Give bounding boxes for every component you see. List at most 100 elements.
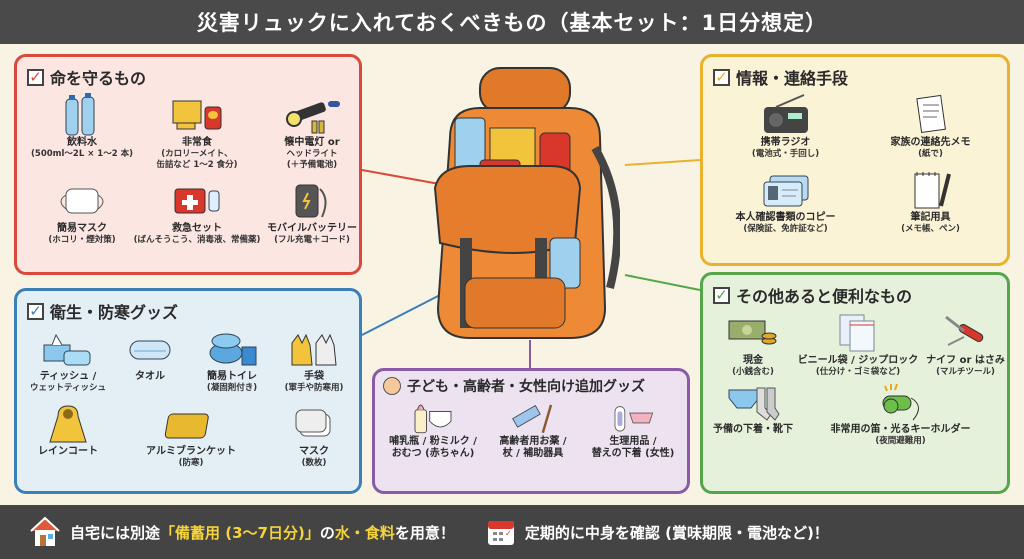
thermal-blanket-icon: [164, 413, 209, 439]
tissue-icon: [43, 333, 91, 366]
item-label: 家族の連絡先メモ: [890, 137, 971, 148]
backpack-illustration: [433, 67, 620, 339]
cash-icon: [728, 320, 777, 345]
item-note: (メモ帳、ペン): [901, 224, 960, 234]
item-thermal-blanket: アルミブランケット(防寒): [109, 402, 273, 469]
item-note: (電池式・手回し): [751, 149, 820, 159]
item-note: (フル充電＋コード): [274, 235, 350, 245]
item-note: (仕分け・ゴミ袋など): [815, 367, 901, 377]
item-label: 予備の下着・靴下: [713, 424, 793, 435]
checkbox-icon: ✓: [713, 68, 730, 86]
item-note: (紙で): [918, 149, 943, 159]
item-note: (マルチツール): [936, 367, 995, 377]
home-stock-text: 自宅には別途「備蓄用 (3〜7日分)」の水・食料を用意！: [70, 523, 455, 542]
raincoat-icon: [49, 405, 87, 443]
bottom-banner: 自宅には別途「備蓄用 (3〜7日分)」の水・食料を用意！ ✓ 定期的に中身を確認…: [0, 505, 1024, 559]
item-id-card: 本人確認書類のコピー(保険証、免許証など): [713, 168, 858, 235]
item-note: 杖 / 補助器具: [502, 448, 564, 459]
item-note: ウェットティッシュ: [30, 383, 106, 393]
item-sanitary-pad: 生理用品 /替えの下着 (女性): [583, 400, 683, 460]
masks-icon: [295, 409, 331, 437]
calendar-icon: ✓: [487, 521, 514, 545]
item-gloves: 手袋(軍手や防寒用): [273, 327, 355, 394]
item-note: (＋予備電池): [286, 160, 338, 170]
item-note: (カロリーメイト、: [161, 149, 233, 159]
notebook-pen-icon: [914, 172, 951, 209]
id-card-icon: [763, 175, 808, 207]
first-aid-kit-icon: [174, 188, 220, 214]
item-label: 現金: [743, 355, 763, 366]
item-note: (軍手や防寒用): [284, 383, 344, 393]
item-radio: 携帯ラジオ(電池式・手回し): [713, 93, 858, 160]
item-note: (500ml〜2L × 1〜2 本): [31, 149, 133, 159]
item-tissue: ティッシュ /ウェットティッシュ: [27, 327, 109, 394]
emergency-food-icon: [172, 100, 222, 130]
section-information: ✓情報・連絡手段 携帯ラジオ(電池式・手回し)家族の連絡先メモ(紙で)本人確認書…: [700, 54, 1010, 266]
item-note: (防寒): [178, 458, 204, 468]
item-zip-bags: ビニール袋 / ジップロック(仕分け・ゴミ袋など): [793, 311, 923, 378]
item-label: 非常食: [182, 137, 212, 148]
pill-case-icon: [512, 404, 553, 434]
baby-bottle-icon: [414, 404, 452, 434]
item-note: 替えの下着 (女性): [591, 448, 675, 459]
section-additional-goods: 子ども・高齢者・女性向け追加グッズ 哺乳瓶 / 粉ミルク /おむつ (赤ちゃん)…: [372, 368, 690, 494]
item-raincoat: レインコート: [27, 402, 109, 469]
item-label: 懐中電灯 or: [284, 137, 340, 148]
item-whistle: 非常用の笛・光るキーホルダー(夜間避難用): [793, 380, 1008, 447]
section-hygiene: ✓衛生・防寒グッズ ティッシュ /ウェットティッシュタオル簡易トイレ(凝固剤付き…: [14, 288, 362, 494]
item-note: 缶詰など 1〜2 食分): [156, 160, 238, 170]
item-label: 筆記用具: [910, 212, 951, 223]
section-title: 衛生・防寒グッズ: [50, 303, 179, 322]
item-label: モバイルバッテリー: [267, 223, 357, 234]
item-towel: タオル: [109, 327, 191, 394]
water-bottle-icon: [65, 93, 95, 136]
mobile-battery-icon: [295, 184, 327, 218]
portable-toilet-icon: [209, 333, 257, 366]
item-label: 本人確認書類のコピー: [735, 212, 836, 223]
item-pill-case: 高齢者用お薬 /杖 / 補助器具: [483, 400, 583, 460]
item-portable-toilet: 簡易トイレ(凝固剤付き): [191, 327, 273, 394]
item-emergency-food: 非常食(カロリーメイト、缶詰など 1〜2 食分): [137, 93, 257, 171]
checkbox-icon: ✓: [713, 286, 730, 304]
check-contents-text: 定期的に中身を確認 (賞味期限・電池など)！: [524, 523, 829, 542]
item-label: ビニール袋 / ジップロック: [797, 355, 919, 366]
item-label: アルミブランケット: [146, 446, 236, 457]
item-note: (小銭含む): [732, 367, 774, 377]
radio-icon: [763, 94, 808, 133]
house-icon: [30, 516, 60, 546]
gloves-icon: [291, 333, 337, 366]
multi-tool-icon: [944, 315, 983, 346]
item-label: 携帯ラジオ: [760, 137, 811, 148]
item-label: 哺乳瓶 / 粉ミルク /: [389, 436, 477, 447]
baby-face-icon: [383, 377, 401, 395]
memo-icon: [915, 94, 946, 134]
item-mask: 簡易マスク(ホコリ・煙対策): [27, 179, 137, 246]
flashlight-icon: [286, 101, 340, 134]
section-title: その他あると便利なもの: [736, 287, 913, 306]
section-title: 子ども・高齢者・女性向け追加グッズ: [407, 379, 645, 395]
item-label: 高齢者用お薬 /: [499, 436, 567, 447]
item-label: 非常用の笛・光るキーホルダー: [830, 424, 971, 435]
zip-bags-icon: [839, 314, 875, 352]
item-note: (ばんそうこう、消毒液、常備薬): [133, 235, 261, 245]
svg-text:✓: ✓: [505, 529, 512, 538]
underwear-socks-icon: [728, 387, 780, 421]
item-note: おむつ (赤ちゃん): [391, 448, 475, 459]
item-first-aid-kit: 救急セット(ばんそうこう、消毒液、常備薬): [134, 179, 260, 246]
item-label: 手袋: [304, 371, 324, 382]
section-life-saving: ✓命を守るもの 飲料水(500ml〜2L × 1〜2 本)非常食(カロリーメイト…: [14, 54, 362, 275]
towel-icon: [129, 340, 171, 360]
item-label: ナイフ or はさみ: [926, 355, 1005, 366]
mask-icon: [60, 188, 104, 214]
item-multi-tool: ナイフ or はさみ(マルチツール): [923, 311, 1008, 378]
item-note: (数枚): [301, 458, 327, 468]
item-note: (保険証、免許証など): [743, 224, 828, 234]
item-label: 飲料水: [67, 137, 97, 148]
item-memo: 家族の連絡先メモ(紙で): [858, 93, 1003, 160]
item-label: マスク: [299, 446, 329, 457]
item-label: 救急セット: [172, 223, 222, 234]
item-label: レインコート: [38, 446, 98, 457]
item-label: 簡易マスク: [57, 223, 107, 234]
